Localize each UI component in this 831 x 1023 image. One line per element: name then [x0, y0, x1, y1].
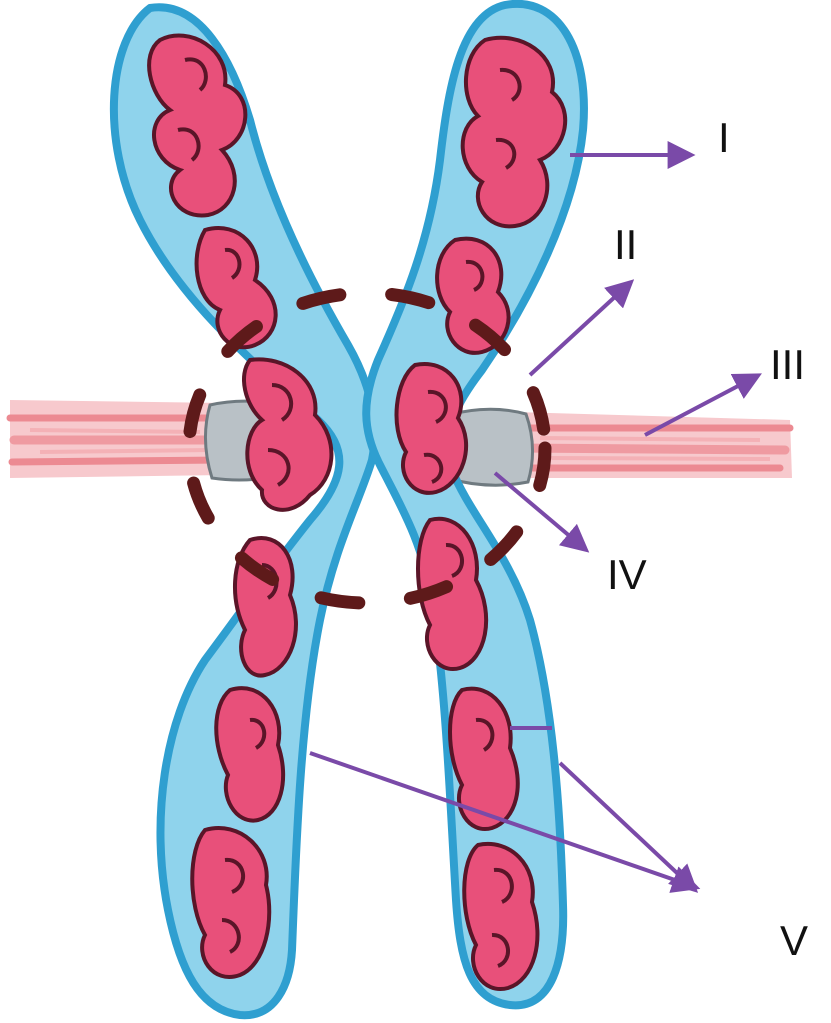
label-iii: III [770, 341, 805, 388]
arrow-ii [530, 283, 630, 375]
label-iv: IV [607, 551, 647, 598]
label-i: I [718, 114, 730, 161]
spindle-fiber-right [515, 412, 792, 478]
label-v: V [780, 917, 808, 964]
label-ii: II [614, 221, 637, 268]
arrow-v-right [560, 763, 694, 889]
